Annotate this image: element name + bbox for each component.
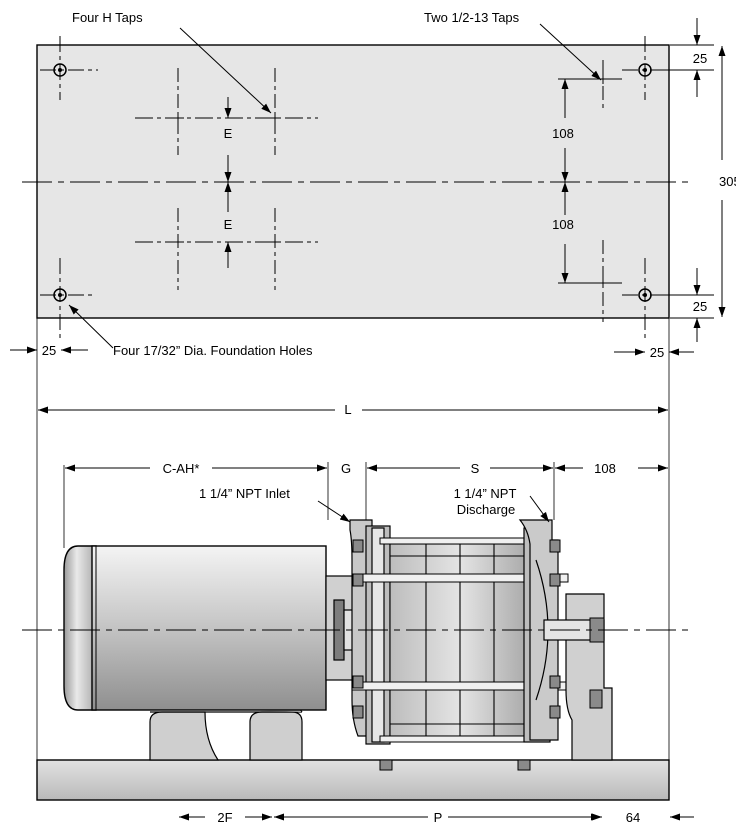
discharge-label-line1: 1 1/4” NPT — [454, 486, 517, 501]
dim-108-upper-label: 108 — [552, 126, 574, 141]
stage-casing — [389, 543, 531, 737]
dim-e-upper-label: E — [224, 126, 233, 141]
dim-108-top-group: 108 108 — [552, 79, 574, 283]
dim-e-lower-label: E — [224, 217, 233, 232]
dim-25-left-label: 25 — [42, 343, 56, 358]
dim-25-top-right-label: 25 — [693, 51, 707, 66]
dim-l-group: L — [38, 402, 668, 417]
bolts — [352, 539, 605, 771]
motor-end-cap — [63, 545, 97, 711]
dim-25-bottom-right-label: 25 — [693, 299, 707, 314]
foundation-holes-label: Four 17/32” Dia. Foundation Holes — [113, 343, 313, 358]
dim-2f-label: 2F — [217, 810, 232, 825]
motor-body — [91, 545, 327, 711]
side-dims-upper: C-AH* G S 108 1 1/4” NPT Inlet 1 1/4” NP… — [65, 461, 668, 523]
dim-25-right-label: 25 — [650, 345, 664, 360]
inlet-label: 1 1/4” NPT Inlet — [199, 486, 290, 501]
side-view — [22, 519, 688, 801]
foundation-hole-bottom-right — [622, 258, 676, 340]
dim-s-label: S — [471, 461, 480, 476]
dim-p-label: P — [434, 810, 443, 825]
dim-right-vertical-group: 25 305 25 — [652, 18, 736, 342]
dim-64-label: 64 — [626, 810, 640, 825]
discharge-label-line2: Discharge — [457, 502, 516, 517]
dim-horizontal-25-group: 25 25 — [10, 343, 694, 360]
foundation-hole-top-right — [622, 36, 676, 100]
half-inch-tap-pattern — [558, 60, 622, 322]
top-view: E E 108 108 25 305 25 — [10, 10, 736, 360]
dim-g-label: G — [341, 461, 351, 476]
four-h-taps-label: Four H Taps — [72, 10, 143, 25]
base-skid — [36, 759, 670, 801]
dim-108-lower-label: 108 — [552, 217, 574, 232]
dim-c-ah-label: C-AH* — [163, 461, 200, 476]
foundation-hole-top-left — [40, 36, 98, 100]
side-dims-lower: 2F P 64 — [179, 810, 694, 825]
callouts-top: Four H Taps Two 1/2-13 Taps Four 17/32” … — [68, 10, 602, 358]
dim-l-label: L — [344, 402, 351, 417]
foundation-hole-bottom-left — [40, 258, 96, 340]
dim-305-label: 305 — [719, 174, 736, 189]
dim-108-side-label: 108 — [594, 461, 616, 476]
half-inch-taps-label: Two 1/2-13 Taps — [424, 10, 520, 25]
dim-e-group: E E — [224, 97, 233, 268]
